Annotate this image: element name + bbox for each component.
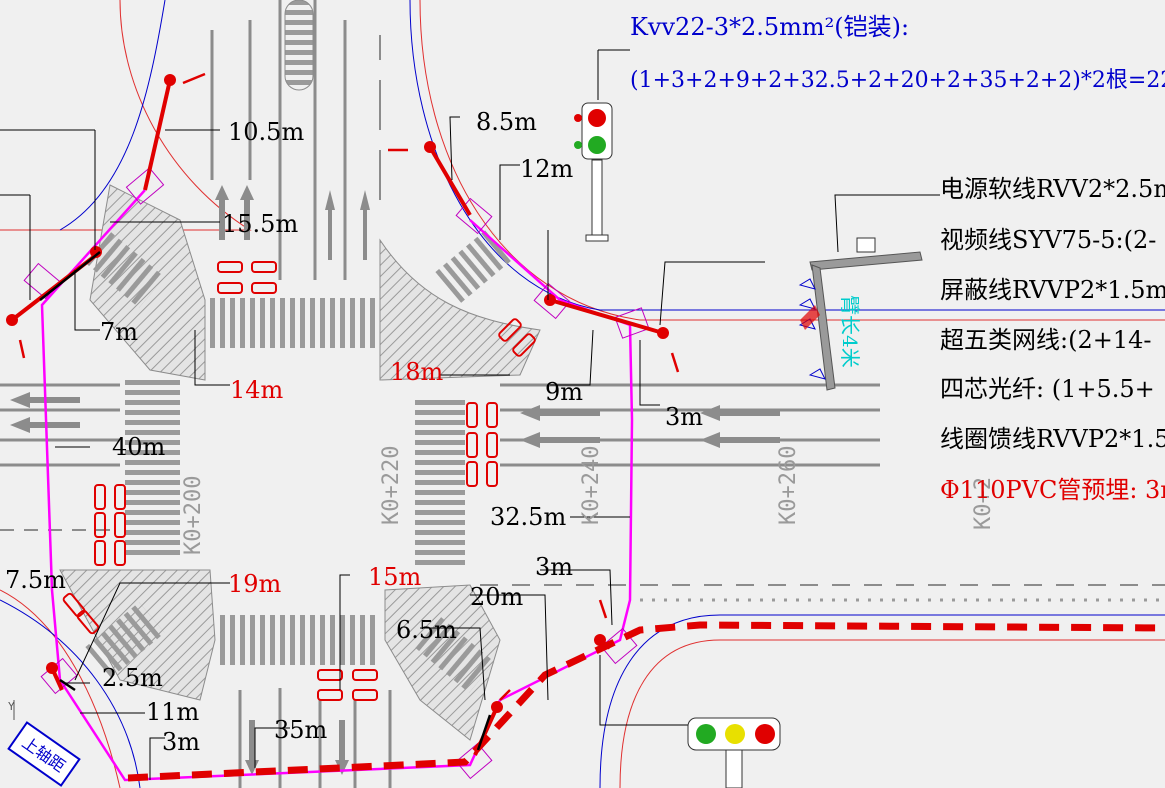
- legend-item: 四芯光纤: (1+5.5+: [940, 375, 1155, 403]
- crosswalk-se-diag: [415, 617, 495, 693]
- station-label: K0+260: [776, 446, 801, 525]
- station-label: K0+2: [971, 477, 996, 530]
- dim-label: 15m: [368, 563, 422, 591]
- dim-label: 7.5m: [5, 566, 66, 594]
- dim-label: 20m: [470, 583, 524, 611]
- dim-label: 2.5m: [102, 664, 163, 692]
- dim-label: 7m: [100, 318, 138, 346]
- stations: K0+200 K0+220 K0+240 K0+260 K0+2: [181, 446, 996, 555]
- legend-item: 电源软线RVV2*2.5m: [940, 175, 1165, 203]
- curb-ne: [409, 0, 1165, 311]
- road-edge-se: [619, 639, 1165, 788]
- legend: 电源软线RVV2*2.5m 视频线SYV75-5:(2- 屏蔽线RVVP2*1.…: [940, 175, 1165, 504]
- median-north: [284, 0, 314, 91]
- dim-label: 3m: [665, 403, 703, 431]
- dim-label: 6.5m: [396, 616, 457, 644]
- island-ne: [379, 238, 541, 381]
- dim-label: 35m: [274, 716, 328, 744]
- legend-item: Φ110PVC管预埋: 3m: [940, 476, 1165, 504]
- dim-label: 15.5m: [222, 210, 298, 238]
- station-label: K0+240: [579, 446, 604, 525]
- curb-se: [599, 614, 1165, 788]
- dim-label: 3m: [162, 728, 200, 756]
- station-label: K0+220: [379, 446, 404, 525]
- detector-loops: [62, 261, 536, 701]
- dim-label: 10.5m: [228, 118, 304, 146]
- crosswalk-ne-diag: [435, 227, 515, 303]
- ucs-badge[interactable]: 上轴距 Y: [7, 700, 81, 787]
- crosswalk-sw-diag: [85, 602, 165, 678]
- crosswalk-east: [415, 400, 465, 570]
- signal-head-north[interactable]: [574, 102, 613, 242]
- crosswalk-south: [215, 615, 380, 665]
- dim-label: 40m: [112, 433, 166, 461]
- dim-label: 3m: [535, 553, 573, 581]
- signal-poles[interactable]: [6, 74, 669, 756]
- dim-label: 9m: [545, 378, 583, 406]
- road-edge-ne: [419, 0, 1165, 321]
- dim-label: 14m: [230, 376, 284, 404]
- dim-label: 12m: [520, 155, 574, 183]
- pole-ticks: [18, 72, 680, 701]
- legend-item: 超五类网线:(2+14-: [940, 326, 1151, 354]
- pole-arm-label: 臂长4米: [838, 295, 862, 368]
- curb-nw: [59, 0, 166, 231]
- dim-label: 32.5m: [490, 503, 566, 531]
- dim-label: 11m: [146, 698, 200, 726]
- signal-head-south[interactable]: [687, 717, 781, 788]
- svg-text:Y: Y: [8, 700, 15, 713]
- legend-item: 屏蔽线RVVP2*1.5mm: [940, 276, 1165, 304]
- dim-label: 8.5m: [476, 108, 537, 136]
- dim-label: 19m: [228, 570, 282, 598]
- road-edge-sw: [0, 589, 121, 788]
- camera-pole[interactable]: [798, 237, 923, 391]
- crosswalk-nw-diag: [85, 232, 165, 308]
- crosswalk-west: [125, 380, 180, 560]
- crosswalk-north: [205, 298, 380, 348]
- leader-lines: [0, 49, 940, 780]
- legend-item: 视频线SYV75-5:(2-: [940, 226, 1156, 254]
- station-label: K0+200: [181, 476, 206, 555]
- dim-label: 18m: [390, 358, 444, 386]
- cable-title: Kvv22-3*2.5mm²(铠装):: [630, 13, 909, 41]
- cable-formula: (1+3+2+9+2+32.5+2+20+2+35+2+2)*2根=225m: [630, 68, 1165, 93]
- legend-item: 线圈馈线RVVP2*1.5: [940, 425, 1165, 453]
- curb-sw: [0, 599, 141, 788]
